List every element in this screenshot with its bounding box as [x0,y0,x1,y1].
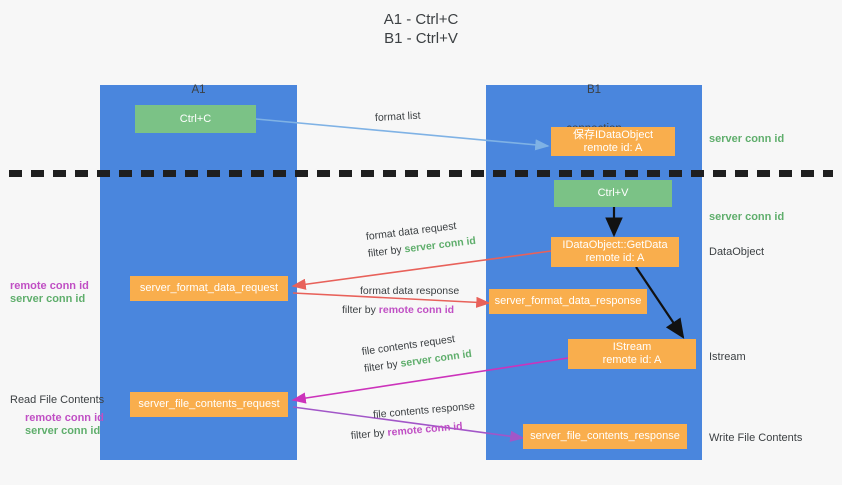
box-server-file-contents-response[interactable]: server_file_contents_response [523,424,687,449]
filter-value-remote-conn-id: remote conn id [378,304,455,316]
filter-prefix: filter by [350,426,389,443]
label-server-conn-id-top: server conn id [709,133,785,145]
clipboard-divider [9,170,833,177]
label-dataobject: DataObject [709,246,765,258]
label-server-conn-id-1: server conn id [10,293,86,305]
box-server-file-contents-request[interactable]: server_file_contents_request [130,392,288,417]
box-ctrl-v[interactable]: Ctrl+V [554,180,672,207]
filter-prefix: filter by [342,304,379,316]
label-istream: Istream [709,351,746,363]
connector-format-list [255,118,550,151]
connector-file-contents-request [291,357,569,404]
label-remote-conn-id-1: remote conn id [10,280,89,292]
annotation-format-list: format list [374,109,421,124]
connector-format-data-response [292,292,491,308]
connector-getdata-istream [635,266,685,339]
box-ctrl-c[interactable]: Ctrl+C [135,105,256,133]
connector-format-data-request [291,250,552,290]
annotation-format-data-response: format data response filter by remote co… [342,284,460,317]
page-title: A1 - Ctrl+C B1 - Ctrl+V [383,11,459,47]
connector-file-contents-response [292,406,525,442]
label-write-file-contents: Write File Contents [709,432,803,444]
annotation-format-data-response-title: format data response [360,285,460,297]
box-server-format-data-request[interactable]: server_format_data_request [130,276,288,301]
box-save-idataobject[interactable]: 保存IDataObject remote id: A [551,127,675,156]
label-server-conn-id-2: server conn id [25,425,101,437]
box-server-format-data-response[interactable]: server_format_data_response [489,289,647,314]
label-server-conn-id-mid: server conn id [709,211,785,223]
label-read-file-contents: Read File Contents [10,394,105,406]
lane-header-b1-name: B1 [586,84,602,96]
box-istream[interactable]: IStream remote id: A [568,339,696,369]
box-getdata[interactable]: IDataObject::GetData remote id: A [551,237,679,267]
label-remote-conn-id-2: remote conn id [25,412,104,424]
lane-header-a1-name: A1 [191,84,206,96]
annotation-format-data-response-filter: filter by remote conn id [342,303,459,317]
